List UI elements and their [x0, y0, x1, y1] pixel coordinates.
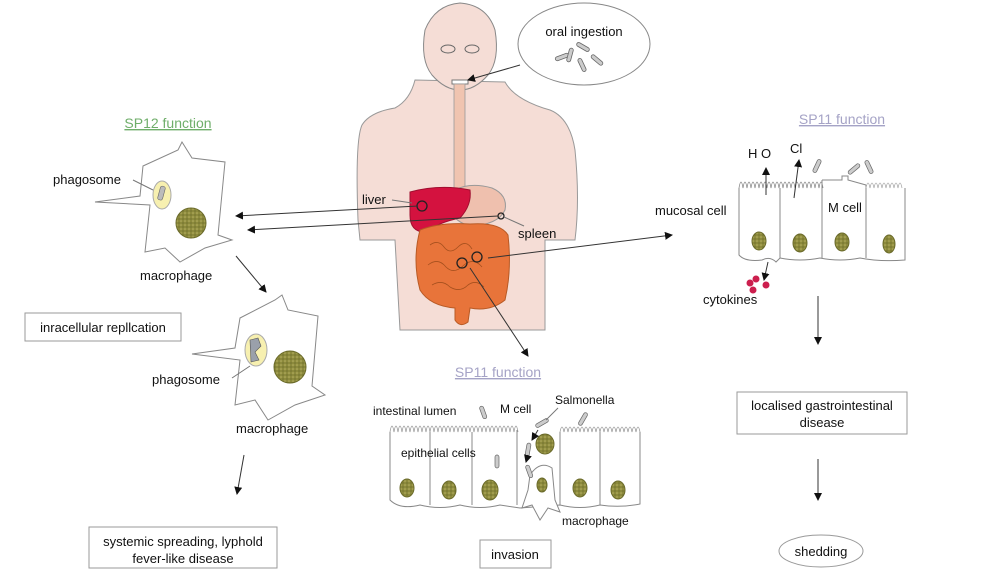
intestine-folds [427, 242, 485, 290]
intracellular-replication-label: inracellular repllcation [40, 320, 166, 335]
systemic-spreading-line1: systemic spreading, lyphold [103, 534, 263, 549]
oral-ingestion-label: oral ingestion [545, 24, 622, 39]
phagosome-label-1: phagosome [53, 172, 121, 187]
invasion-label: invasion [491, 547, 539, 562]
spleen-leader [503, 216, 525, 227]
salmonella-leader [545, 407, 559, 421]
macrophage-cell-2 [191, 294, 327, 421]
arrow-macrophage-2-to-systemic [234, 454, 245, 495]
localised-disease-box [736, 391, 908, 435]
right-eye [464, 44, 480, 54]
systemic-spreading-line2: fever-like disease [132, 551, 233, 566]
macrophage-label-bottom: macrophage [562, 514, 629, 528]
m-cell-label-bottom: M cell [500, 402, 531, 416]
shedding-oval [778, 534, 864, 568]
invading-macrophage-shape [521, 464, 561, 521]
intracellular-replication-box [24, 312, 182, 342]
oral-ingestion-bubble [467, 2, 651, 86]
phagosome-label-2: phagosome [152, 372, 220, 387]
macrophage-cell-1 [94, 140, 234, 263]
arrow-intestine-to-invasion [469, 267, 529, 357]
cytokine-dots [746, 275, 770, 294]
liver-leader [391, 199, 413, 204]
arrow-macrophage-1-to-2 [235, 255, 267, 293]
arrow-liver-to-macrophage [235, 205, 419, 220]
arrow-spleen-to-macrophage [247, 215, 499, 234]
mucosal-epithelium [738, 159, 906, 294]
salmonella-bacteria-icon [479, 405, 588, 479]
salmonella-bacteria-icon [812, 159, 874, 175]
cytokines-label: cytokines [703, 292, 758, 307]
intestinal-lumen-label: intestinal lumen [373, 404, 456, 418]
salmonella-bacteria-icon [554, 42, 604, 72]
liver-label: liver [362, 192, 387, 207]
ingestion-arrow [467, 64, 521, 82]
head [423, 2, 497, 91]
intestines [415, 223, 510, 326]
macrophage-label-1: macrophage [140, 268, 212, 283]
mucosal-cell-label: mucosal cell [655, 203, 727, 218]
esophagus [453, 83, 466, 200]
arrow-intestine-to-mucosal [487, 231, 673, 259]
nucleus-2 [273, 350, 307, 384]
sp12-function-title: SP12 function [124, 115, 211, 131]
nucleus-1 [175, 207, 207, 239]
phagosome-leader-2 [231, 365, 251, 379]
phagosome-leader-1 [132, 179, 154, 191]
intestinal-epithelium [389, 405, 641, 521]
salmonella-label: Salmonella [555, 393, 615, 407]
mouth [451, 79, 469, 85]
infection-site-intestine-1 [456, 257, 468, 269]
infection-site-intestine-2 [471, 251, 483, 263]
epithelial-cells-label: epithelial cells [401, 446, 476, 460]
m-cell-label-right: M cell [828, 200, 862, 215]
localised-disease-line1: localised gastrointestinal [751, 398, 893, 413]
cl-label: Cl [790, 141, 802, 156]
h2o-label: H O [748, 146, 771, 161]
sp11-function-title-bottom: SP11 function [455, 364, 541, 380]
invasion-box [479, 539, 552, 569]
shedding-label: shedding [795, 544, 848, 559]
spleen-label: spleen [518, 226, 556, 241]
systemic-spreading-box [88, 526, 278, 569]
macrophage-label-2: macrophage [236, 421, 308, 436]
localised-disease-line2: disease [800, 415, 845, 430]
left-eye [440, 44, 456, 54]
sp11-function-title-right: SP11 function [799, 111, 885, 127]
